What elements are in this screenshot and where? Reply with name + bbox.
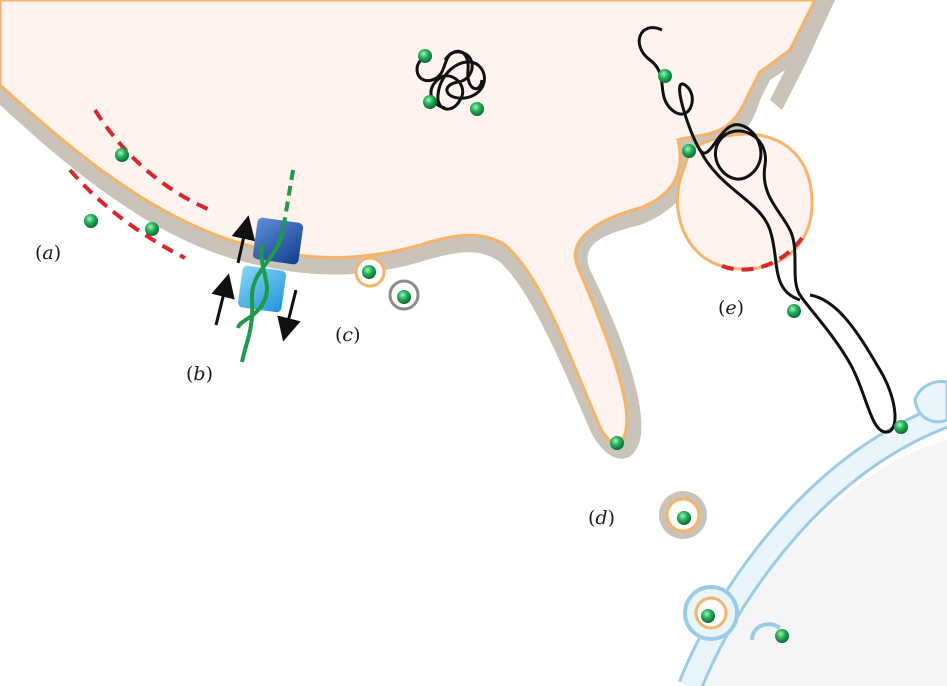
target-cell-outer-bump [913,380,947,424]
particle [145,222,159,236]
particle [470,102,484,116]
panel-a-membrane-disruption [68,108,216,260]
particle [115,148,129,162]
target-cell [677,380,947,686]
strand-dashed [281,169,295,231]
donor-cell-bleb [675,132,814,271]
disruption-outer-dash [68,168,186,260]
particle [677,511,691,525]
arrow-down [277,289,301,342]
panel-label-e: (e) [718,297,744,319]
particle [894,420,908,434]
panel-b-channel [211,169,304,363]
particle [682,144,696,158]
panel-label-d: (d) [588,507,615,529]
particle [362,265,376,279]
panel-d-shed-vesicle [610,436,707,539]
particle [775,629,789,643]
panel-label-c: (c) [335,324,361,346]
panel-label-a: (a) [35,242,61,264]
chain [637,26,897,434]
particle [658,69,672,83]
target-membrane-pit [750,622,782,641]
channel-inner-subunit [237,265,287,313]
cytoplasmic-tangle [415,49,486,116]
particle [84,214,98,228]
particle [610,436,624,450]
particle [418,49,432,63]
panel-c-vesicles [354,256,420,311]
arrow-up-upper [231,215,256,264]
strand [236,244,269,329]
disruption-dash [721,236,804,272]
particle [701,609,715,623]
arrow-up-lower [211,273,235,326]
panel-label-b: (b) [186,363,213,385]
particle [397,290,411,304]
strand [240,229,285,363]
panel-e-chain [637,26,908,434]
particle [423,95,437,109]
particle [787,304,801,318]
